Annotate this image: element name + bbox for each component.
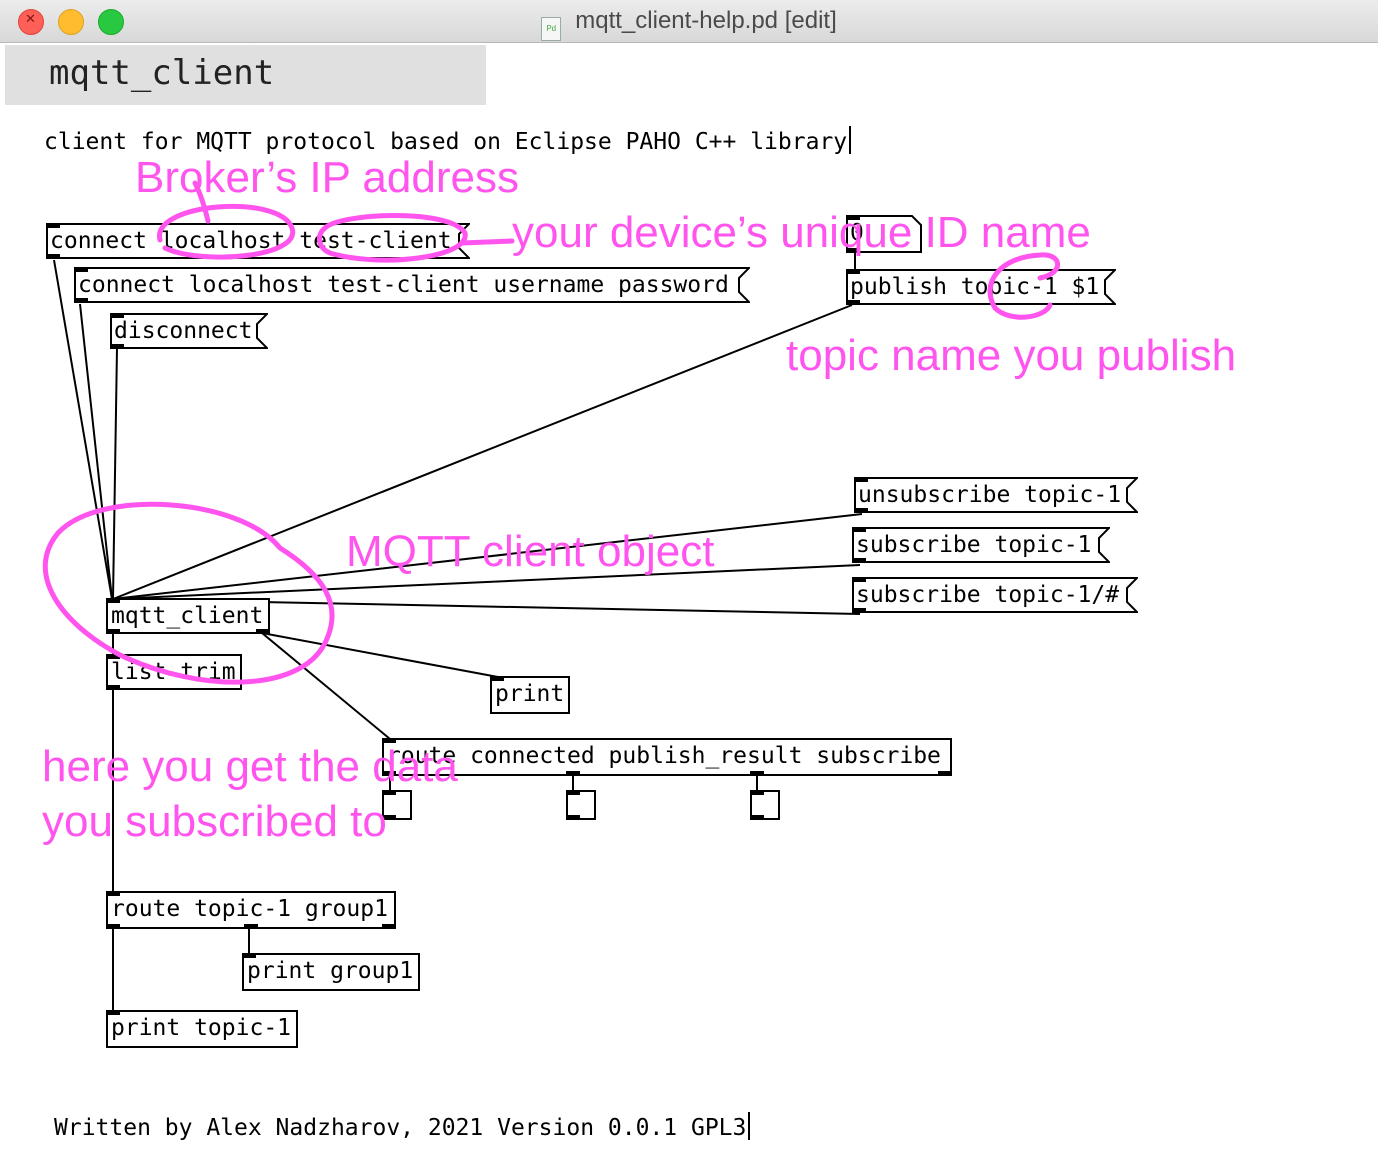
outlet[interactable] [110, 344, 124, 349]
inlet[interactable] [106, 1010, 120, 1015]
outlet[interactable] [46, 254, 60, 259]
inlet[interactable] [852, 527, 866, 532]
annotation-client-object: MQTT client object [346, 527, 715, 576]
outlet[interactable] [854, 508, 868, 513]
window-title: mqtt_client-help.pd [edit] [575, 7, 837, 34]
cord-connect-auth[interactable] [79, 303, 113, 600]
bang-publish-result[interactable] [566, 790, 596, 820]
object-print-group[interactable]: print group1 [242, 953, 420, 991]
object-route-results[interactable]: route connected publish_result subscribe [382, 738, 952, 776]
message-disconnect[interactable]: disconnect [110, 313, 268, 349]
inlet[interactable] [490, 676, 504, 681]
window-titlebar: Pd mqtt_client-help.pd [edit] [0, 0, 1378, 43]
circle-topic-1 [987, 252, 1061, 320]
annotation-device-id: your device’s unique ID name [512, 208, 1091, 257]
header-banner: mqtt_client [5, 45, 486, 105]
message-unsubscribe[interactable]: unsubscribe topic-1 [854, 477, 1138, 513]
inlet[interactable] [46, 223, 60, 228]
object-route-topic[interactable]: route topic-1 group1 [106, 891, 396, 929]
annotation-strokes [42, 180, 1061, 685]
text-cursor [849, 126, 852, 154]
outlet[interactable] [106, 685, 120, 690]
cord-client-to-route[interactable] [261, 632, 391, 740]
inlet[interactable] [106, 654, 120, 659]
patch-canvas[interactable]: mqtt_client client for MQTT protocol bas… [0, 43, 1378, 1168]
inlet[interactable] [846, 215, 860, 220]
object-print[interactable]: print [490, 676, 570, 714]
annotation-topic-publish: topic name you publish [786, 331, 1237, 380]
message-connect-auth[interactable]: connect localhost test-client username p… [74, 267, 750, 303]
inlet[interactable] [106, 891, 120, 896]
outlet[interactable] [852, 558, 866, 563]
object-print-topic[interactable]: print topic-1 [106, 1010, 298, 1048]
window-title-area: Pd mqtt_client-help.pd [edit] [0, 7, 1378, 41]
pd-file-icon: Pd [541, 17, 562, 41]
outlet-2[interactable] [566, 771, 580, 776]
cord-disconnect[interactable] [112, 347, 118, 600]
outlet-right[interactable] [256, 629, 270, 634]
outlet-4[interactable] [938, 771, 952, 776]
outlet-3[interactable] [382, 924, 396, 929]
bang-subscribe[interactable] [750, 790, 780, 820]
cord-subscribe[interactable] [112, 564, 861, 600]
outlet[interactable] [846, 300, 860, 305]
inlet[interactable] [852, 577, 866, 582]
stroke-device-pointer [459, 238, 515, 246]
cord-client-to-print[interactable] [261, 632, 499, 678]
message-publish[interactable]: publish topic-1 $1 [846, 269, 1116, 305]
outlet[interactable] [846, 248, 860, 253]
inlet[interactable] [110, 313, 124, 318]
footer-comment[interactable]: Written by Alex Nadzharov, 2021 Version … [54, 1112, 751, 1141]
circle-mqtt-client [42, 501, 335, 685]
annotation-data-line1: here you get the data [42, 742, 458, 791]
outlet-3[interactable] [750, 771, 764, 776]
cord-publish[interactable] [112, 304, 853, 600]
inlet[interactable] [242, 953, 256, 958]
close-window-button[interactable] [18, 9, 44, 35]
circle-localhost [157, 203, 295, 260]
text-cursor [748, 1112, 751, 1140]
outlet[interactable] [852, 608, 866, 613]
outlet-2[interactable] [244, 924, 258, 929]
outlet-left[interactable] [106, 629, 120, 634]
inlet[interactable] [106, 598, 120, 603]
message-subscribe[interactable]: subscribe topic-1 [852, 527, 1110, 563]
message-subscribe-wildcard[interactable]: subscribe topic-1/# [852, 577, 1138, 613]
inlet[interactable] [854, 477, 868, 482]
outlet[interactable] [74, 298, 88, 303]
object-mqtt-client[interactable]: mqtt_client [106, 598, 270, 634]
description-comment[interactable]: client for MQTT protocol based on Eclips… [44, 126, 852, 155]
outlet-1[interactable] [382, 771, 396, 776]
cord-unsubscribe[interactable] [112, 513, 863, 600]
annotation-broker-ip: Broker’s IP address [135, 153, 519, 202]
maximize-window-button[interactable] [98, 9, 124, 35]
inlet[interactable] [382, 738, 396, 743]
number-box[interactable]: 0 [846, 215, 922, 253]
annotation-data-line2: you subscribed to [42, 797, 387, 846]
outlet-1[interactable] [106, 924, 120, 929]
stroke-broker-pointer [192, 180, 211, 224]
header-title: mqtt_client [49, 53, 275, 93]
inlet[interactable] [74, 267, 88, 272]
bang-connected[interactable] [382, 790, 412, 820]
circle-test-client [316, 213, 468, 263]
minimize-window-button[interactable] [58, 9, 84, 35]
inlet[interactable] [846, 269, 860, 274]
cord-connect-simple[interactable] [53, 259, 113, 600]
